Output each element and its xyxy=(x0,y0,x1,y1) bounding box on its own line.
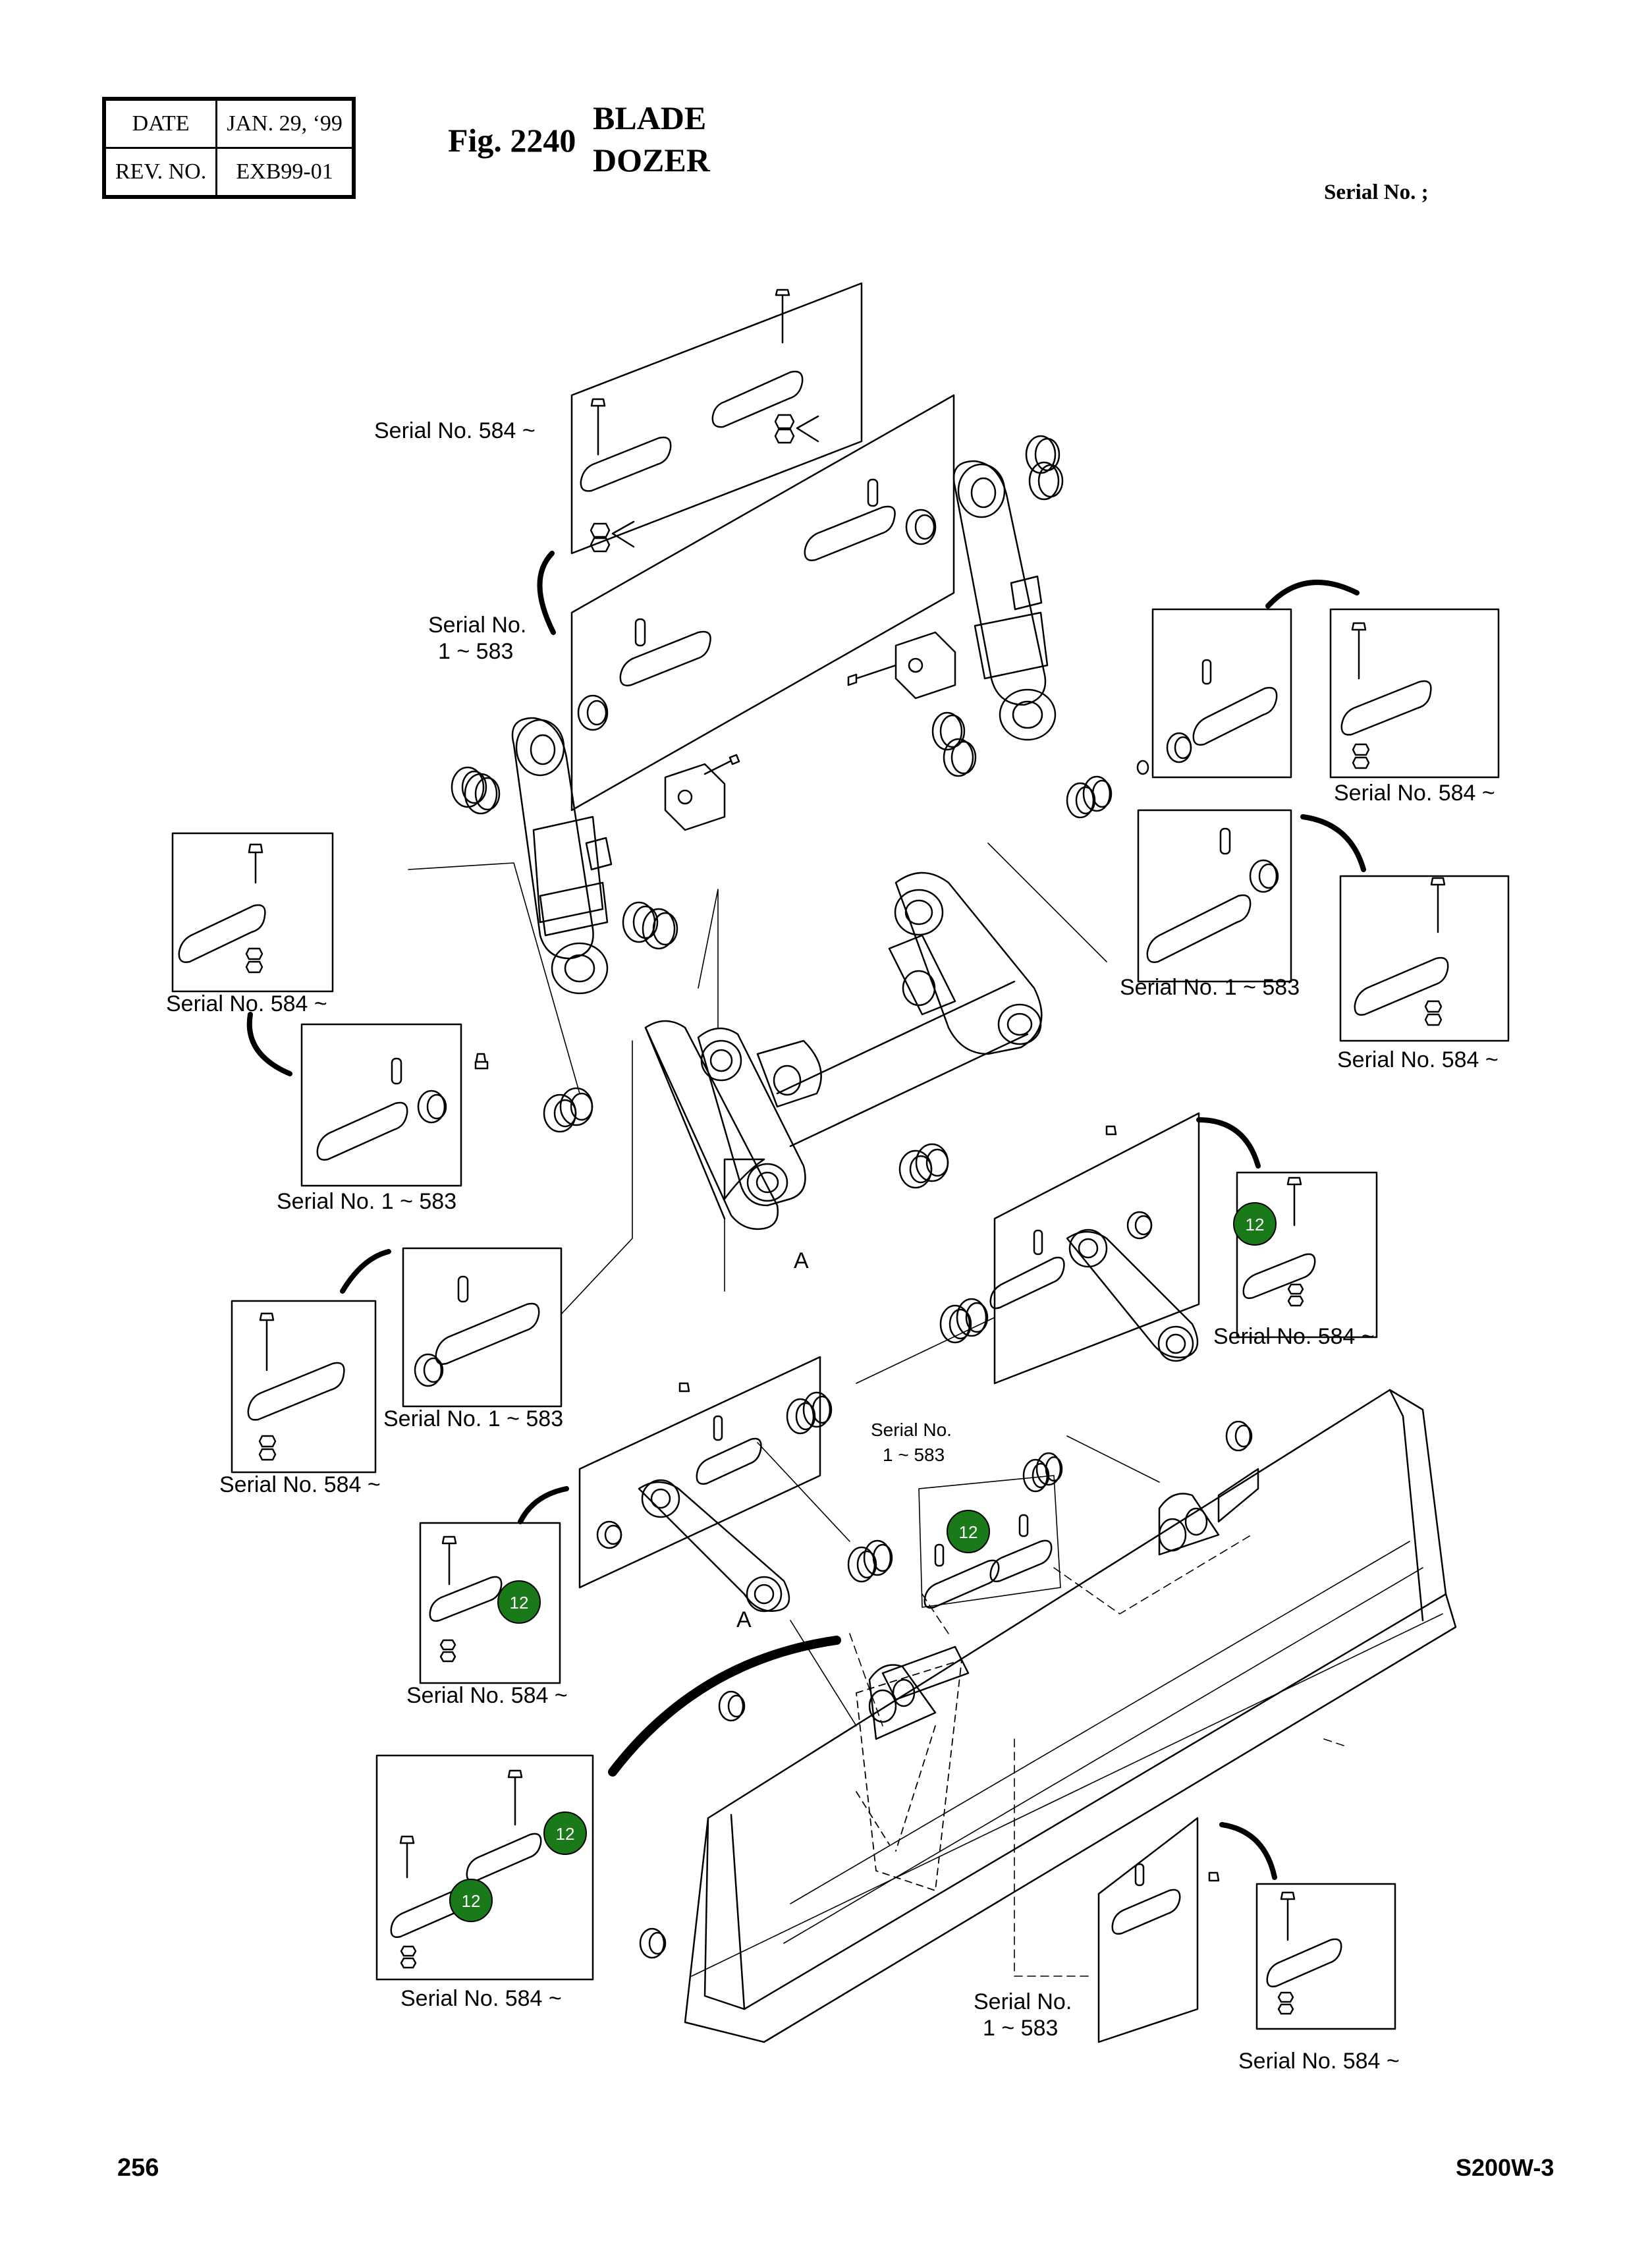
figure-name-line2: DOZER xyxy=(593,142,710,179)
detail-box-bottom-left-584 xyxy=(375,1754,594,1981)
callout-arrow xyxy=(1300,814,1366,872)
serial-label: Serial No. 1 ~ 583 xyxy=(383,1406,563,1431)
detail-box-left-584-c xyxy=(419,1522,561,1684)
blade-mount-pins xyxy=(847,1452,1063,1609)
callout-arrow-large xyxy=(608,1636,841,1777)
callout-arrow xyxy=(1196,1117,1261,1169)
page-number: 256 xyxy=(117,2154,159,2182)
date-label: DATE xyxy=(103,99,218,149)
callout-arrow xyxy=(1219,1822,1277,1880)
serial-range-label: 1 ~ 583 xyxy=(438,639,513,664)
serial-label: Serial No. 584 ~ xyxy=(1337,1047,1499,1072)
serial-header: Serial No. ; xyxy=(1324,180,1429,204)
label-group: Serial No. 584 ~ Serial No. 1 ~ 583 Seri… xyxy=(166,418,1499,2074)
callout-arrow xyxy=(246,1012,292,1076)
callout-arrow xyxy=(1265,580,1360,609)
serial-label: Serial No. 584 ~ xyxy=(400,1986,562,2011)
link-arm-left xyxy=(578,1356,833,1613)
part-badge-text: 12 xyxy=(510,1593,529,1613)
callout-arrow xyxy=(518,1486,569,1524)
callout-arrow xyxy=(340,1249,391,1294)
detail-box-left-1-583-b xyxy=(402,1247,563,1408)
part-badge-text: 12 xyxy=(1246,1215,1265,1234)
washers-right-middle xyxy=(1066,775,1113,819)
date-value: JAN. 29, ‘99 xyxy=(215,99,354,149)
valve-block-left xyxy=(664,754,740,831)
serial-label: Serial No. 584 ~ xyxy=(1334,781,1495,806)
dozer-blade xyxy=(639,1389,1457,2043)
serial-label: Serial No. 1 ~ 583 xyxy=(277,1189,456,1214)
washers-frame xyxy=(543,1087,949,1189)
hydraulic-cylinder-right xyxy=(952,435,1064,741)
serial-label: Serial No. 584 ~ xyxy=(1213,1324,1375,1349)
callout-arrow xyxy=(537,551,556,635)
marker-a: A xyxy=(794,1248,809,1273)
serial-label: Serial No. xyxy=(974,1989,1072,2014)
detail-box-left-584-a xyxy=(171,832,334,993)
detail-box-bottom-right-584 xyxy=(1255,1883,1396,2030)
serial-label: Serial No. 584 ~ xyxy=(1238,2049,1400,2074)
revision-table: DATE JAN. 29, ‘99 REV. NO. EXB99-01 xyxy=(102,97,356,199)
rev-label: REV. NO. xyxy=(103,147,218,197)
part-badge: 12 xyxy=(543,1811,587,1855)
figure-number: Fig. 2240 xyxy=(448,122,576,159)
detail-box-left-1-583-a xyxy=(300,1023,489,1187)
serial-range-label: 1 ~ 583 xyxy=(983,2016,1058,2041)
detail-box-right-584-a xyxy=(1329,608,1500,779)
figure-name-line1: BLADE xyxy=(593,99,707,136)
part-badge-text: 12 xyxy=(556,1824,575,1844)
part-badge: 12 xyxy=(449,1879,493,1922)
detail-box-top-pins xyxy=(570,282,863,555)
part-badge-text: 12 xyxy=(462,1891,481,1911)
model-number: S200W-3 xyxy=(1456,2154,1555,2181)
serial-label: Serial No. 584 ~ xyxy=(406,1683,568,1708)
part-badge: 12 xyxy=(497,1580,541,1624)
part-badge: 12 xyxy=(1233,1202,1277,1246)
detail-box-right-584-b xyxy=(1339,875,1510,1042)
detail-box-right-584-c xyxy=(1236,1171,1378,1339)
link-arm-right xyxy=(939,1112,1200,1385)
hydraulic-cylinder-left xyxy=(451,717,678,995)
serial-label: Serial No. 584 ~ xyxy=(374,418,536,443)
detail-box-bottom-right-1-583 xyxy=(1097,1817,1220,2043)
main-frame xyxy=(644,871,1043,1230)
cylinder-pin-box-upper xyxy=(570,394,955,812)
serial-label: Serial No. 584 ~ xyxy=(219,1472,381,1497)
valve-block-upper xyxy=(847,631,977,777)
serial-label: Serial No. xyxy=(428,613,526,638)
part-badge: 12 xyxy=(947,1510,990,1553)
detail-box-right-1-583-b xyxy=(1137,809,1292,983)
detail-box-left-584-b xyxy=(231,1300,377,1474)
serial-label: Serial No. 1 ~ 583 xyxy=(1120,975,1300,1000)
marker-a: A xyxy=(736,1607,752,1632)
detail-box-right-1-583-a xyxy=(1136,608,1292,779)
part-badge-text: 12 xyxy=(959,1522,978,1542)
serial-range-label: 1 ~ 583 xyxy=(883,1445,945,1465)
serial-label: Serial No. xyxy=(871,1420,952,1440)
rev-value: EXB99-01 xyxy=(215,147,354,197)
serial-label: Serial No. 584 ~ xyxy=(166,991,327,1016)
